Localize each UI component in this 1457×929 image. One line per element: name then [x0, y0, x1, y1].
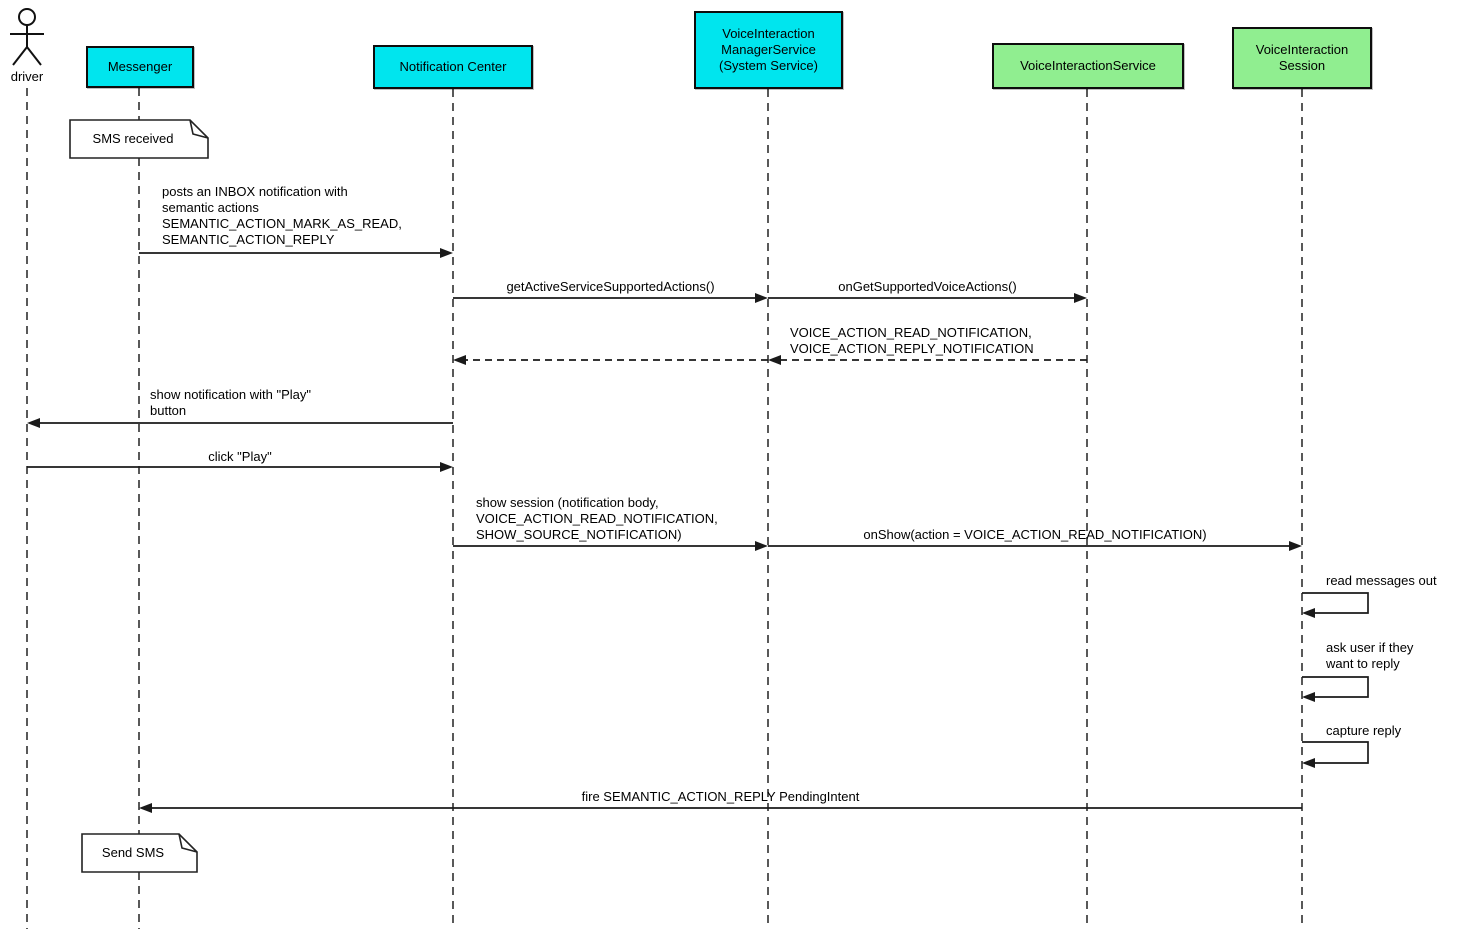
- arrowhead-left-icon: [1302, 692, 1315, 702]
- arrow-capture-reply: [1302, 741, 1369, 764]
- message-show-notification: show notification with "Play" button: [150, 387, 311, 418]
- arrowhead-right-icon: [440, 462, 453, 472]
- participant-messenger: Messenger: [86, 46, 194, 88]
- actor-driver-label: driver: [10, 69, 44, 84]
- participant-voice-interaction-service: VoiceInteractionService: [992, 43, 1184, 89]
- message-capture-reply: capture reply: [1326, 723, 1402, 738]
- arrowhead-left-icon: [27, 418, 40, 428]
- arrowhead-right-icon: [755, 293, 768, 303]
- message-ask-user-reply: ask user if they want to reply: [1326, 640, 1414, 671]
- arrowhead-right-icon: [1074, 293, 1087, 303]
- arrow-read-messages-out: [1302, 592, 1369, 614]
- message-on-show: onShow(action = VOICE_ACTION_READ_NOTIFI…: [863, 527, 1207, 542]
- message-posts-inbox-notification: posts an INBOX notification with semanti…: [162, 184, 402, 247]
- arrowhead-right-icon: [755, 541, 768, 551]
- participant-voice-interaction-manager-service: VoiceInteraction ManagerService (System …: [694, 11, 843, 89]
- message-get-active-service-supported-actions: getActiveServiceSupportedActions(): [506, 279, 715, 294]
- arrowhead-left-icon: [1302, 608, 1315, 618]
- note-send-sms: Send SMS: [101, 845, 165, 860]
- arrowhead-right-icon: [1289, 541, 1302, 551]
- note-sms-received: SMS received: [92, 131, 174, 146]
- message-fire-pending-intent: fire SEMANTIC_ACTION_REPLY PendingIntent: [581, 789, 860, 804]
- arrowhead-left-icon: [453, 355, 466, 365]
- participant-notification-center-label: Notification Center: [399, 59, 507, 74]
- participant-messenger-label: Messenger: [107, 59, 173, 74]
- participant-voice-interaction-session: VoiceInteraction Session: [1232, 27, 1372, 89]
- arrowhead-left-icon: [139, 803, 152, 813]
- participant-voice-interaction-service-label: VoiceInteractionService: [1020, 58, 1156, 73]
- message-return-voice-actions: VOICE_ACTION_READ_NOTIFICATION, VOICE_AC…: [790, 325, 1034, 356]
- participant-voice-interaction-manager-service-label: VoiceInteraction ManagerService (System …: [719, 26, 818, 73]
- message-show-session: show session (notification body, VOICE_A…: [476, 495, 718, 542]
- arrow-ask-user-reply: [1302, 676, 1369, 698]
- note-send-sms-shape: [81, 833, 198, 873]
- arrowhead-left-icon: [1302, 758, 1315, 768]
- note-sms-received-shape: [69, 119, 209, 159]
- message-on-get-supported-voice-actions: onGetSupportedVoiceActions(): [838, 279, 1017, 294]
- note-send-sms-fold-icon: [178, 833, 198, 853]
- actor-driver-icon: [10, 8, 44, 66]
- note-sms-received-fold-icon: [189, 119, 209, 139]
- participant-notification-center: Notification Center: [373, 45, 533, 89]
- message-click-play: click "Play": [208, 449, 272, 464]
- participant-voice-interaction-session-label: VoiceInteraction Session: [1255, 42, 1349, 73]
- arrowhead-right-icon: [440, 248, 453, 258]
- arrowhead-left-icon: [768, 355, 781, 365]
- message-read-messages-out: read messages out: [1326, 573, 1437, 588]
